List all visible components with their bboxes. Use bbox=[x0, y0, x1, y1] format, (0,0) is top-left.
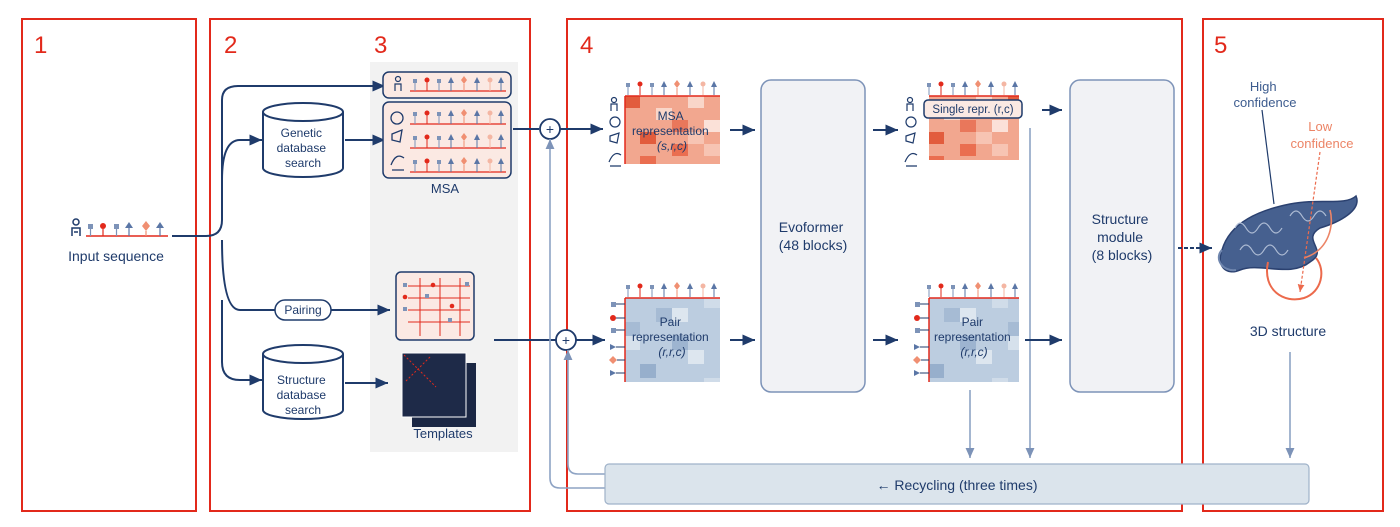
templates-pair-grid bbox=[395, 271, 475, 341]
msa-representation-label: MSA representation (s,r,c) bbox=[632, 109, 712, 153]
svg-text:+: + bbox=[546, 121, 554, 137]
svg-text:Single repr. (r,c): Single repr. (r,c) bbox=[932, 104, 1013, 116]
protein-3d-structure bbox=[1217, 109, 1358, 301]
input-sequence-glyph bbox=[71, 218, 168, 237]
svg-text:← Recycling (three times): ← Recycling (three times) bbox=[876, 477, 1037, 493]
section-4-border bbox=[566, 18, 1183, 512]
msa-representation-left bbox=[608, 79, 720, 167]
pair-representation-right bbox=[913, 281, 1019, 382]
section-2-3-border bbox=[209, 18, 531, 512]
pair-representation-left bbox=[609, 281, 720, 382]
templates-label: Templates bbox=[413, 426, 473, 441]
section-number-3: 3 bbox=[374, 32, 387, 59]
section-number-5: 5 bbox=[1214, 32, 1227, 59]
merge-plus-bottom: + bbox=[555, 329, 577, 351]
recycling-bar: ← Recycling (three times) bbox=[604, 463, 1310, 505]
templates-dark-matrices bbox=[401, 352, 476, 427]
svg-text:Pairing: Pairing bbox=[284, 303, 321, 317]
msa-aligned-rows bbox=[382, 101, 512, 179]
pair-representation-left-label: Pair representation (r,r,c) bbox=[632, 315, 712, 359]
structure-database-label: Structure database search bbox=[277, 373, 330, 417]
svg-text:+: + bbox=[562, 332, 570, 348]
pairing-pill: Pairing bbox=[274, 299, 332, 321]
msa-templates-to-merge-arrows bbox=[494, 128, 556, 341]
input-branch-arrows bbox=[172, 80, 385, 386]
structure-database-cylinder bbox=[262, 344, 344, 420]
section-number-1: 1 bbox=[34, 32, 47, 59]
single-representation: Single repr. (r,c) bbox=[904, 79, 1023, 167]
section-number-4: 4 bbox=[580, 32, 593, 59]
recycling-feedback-lines bbox=[545, 128, 1295, 489]
high-confidence-label: High confidence bbox=[1234, 79, 1297, 110]
evoformer-block: Evoformer (48 blocks) bbox=[760, 79, 866, 393]
msa-label: MSA bbox=[431, 181, 460, 196]
svg-text:Evoformer (48 blocks): Evoformer (48 blocks) bbox=[779, 219, 847, 253]
pair-representation-right-label: Pair representation (r,r,c) bbox=[934, 315, 1014, 359]
msa-query-row bbox=[382, 71, 512, 99]
structure-module-block: Structure module (8 blocks) bbox=[1069, 79, 1175, 393]
genetic-database-cylinder bbox=[262, 102, 344, 178]
input-sequence-label: Input sequence bbox=[68, 248, 164, 264]
svg-text:Structure module (: Structure module (8 blocks) bbox=[1092, 211, 1153, 263]
low-confidence-label: Low confidence bbox=[1291, 119, 1354, 151]
3d-structure-label: 3D structure bbox=[1250, 323, 1326, 339]
genetic-database-label: Genetic database search bbox=[277, 126, 330, 170]
section-number-2: 2 bbox=[224, 32, 237, 59]
section-5-border bbox=[1202, 18, 1384, 512]
merge-plus-top: + bbox=[539, 118, 561, 140]
section-1-border bbox=[21, 18, 197, 512]
